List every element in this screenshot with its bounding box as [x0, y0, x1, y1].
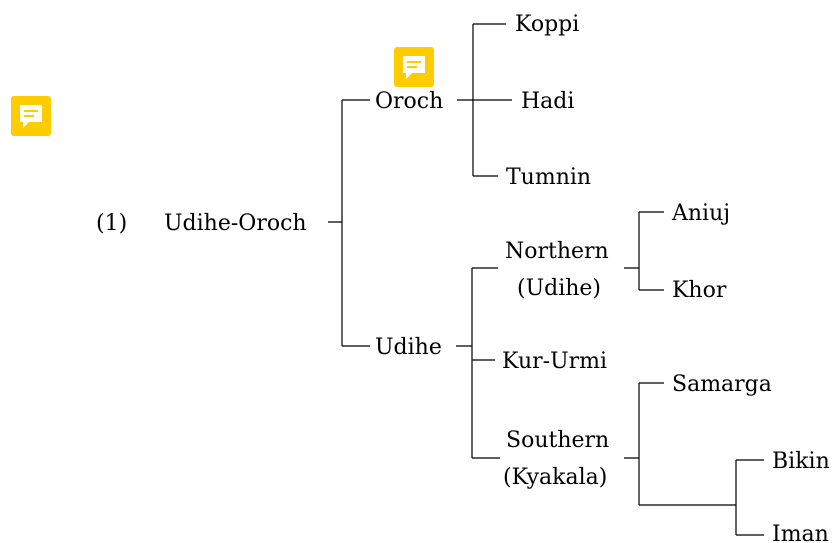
edge-northern-group: [624, 211, 664, 291]
node-bikin: Bikin: [772, 449, 830, 474]
edge-udihe-group: [456, 267, 500, 459]
comment-icon: [394, 47, 434, 87]
node-udihe: Udihe: [375, 335, 442, 360]
node-tumnin: Tumnin: [506, 165, 591, 190]
node-southern-line2: (Kyakala): [503, 465, 607, 490]
node-hadi: Hadi: [521, 89, 574, 114]
node-kur-urmi: Kur-Urmi: [502, 349, 607, 374]
comment-icon: [11, 96, 51, 136]
example-number: (1): [96, 211, 127, 236]
node-oroch: Oroch: [375, 89, 443, 114]
node-samarga: Samarga: [672, 372, 772, 397]
node-root: Udihe-Oroch: [164, 211, 307, 236]
edge-southern-group: [624, 382, 764, 536]
node-khor: Khor: [672, 278, 727, 303]
tree-edges: [328, 23, 764, 536]
node-aniuj: Aniuj: [671, 201, 730, 226]
node-koppi: Koppi: [515, 12, 579, 37]
edge-oroch-group: [457, 23, 512, 177]
comment-icon-left[interactable]: [11, 96, 51, 136]
node-southern-line1: Southern: [506, 428, 609, 453]
node-northern-line1: Northern: [505, 239, 609, 264]
node-iman: Iman: [772, 522, 829, 543]
edge-root: [328, 100, 343, 346]
node-northern-line2: (Udihe): [517, 276, 601, 301]
comment-icon-top[interactable]: [394, 47, 434, 87]
